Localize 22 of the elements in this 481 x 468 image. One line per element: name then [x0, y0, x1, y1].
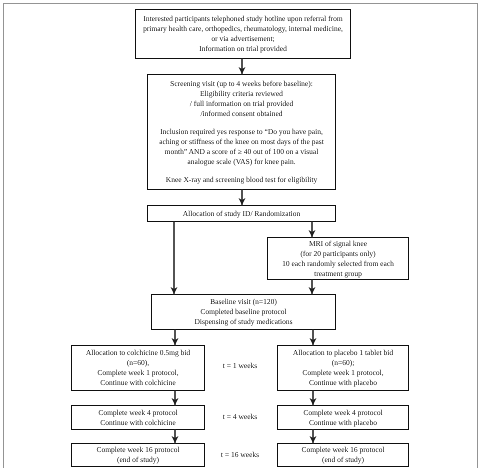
process-box [71, 405, 205, 430]
arrow [238, 59, 246, 74]
arrow [310, 391, 316, 405]
process-box [267, 237, 409, 280]
process-box [277, 405, 409, 430]
arrow [310, 430, 316, 443]
process-box [147, 74, 336, 190]
process-box [277, 345, 409, 391]
arrow [172, 391, 178, 405]
arrow [308, 222, 316, 237]
arrow [172, 330, 178, 345]
arrow [308, 280, 316, 294]
arrow [238, 190, 246, 205]
process-box [277, 443, 409, 467]
process-box [151, 294, 336, 330]
process-box [135, 9, 351, 59]
arrow [170, 222, 178, 294]
process-box [147, 205, 336, 222]
arrow [310, 330, 316, 345]
arrow [172, 430, 178, 443]
process-box [71, 345, 205, 391]
process-box [71, 443, 205, 467]
